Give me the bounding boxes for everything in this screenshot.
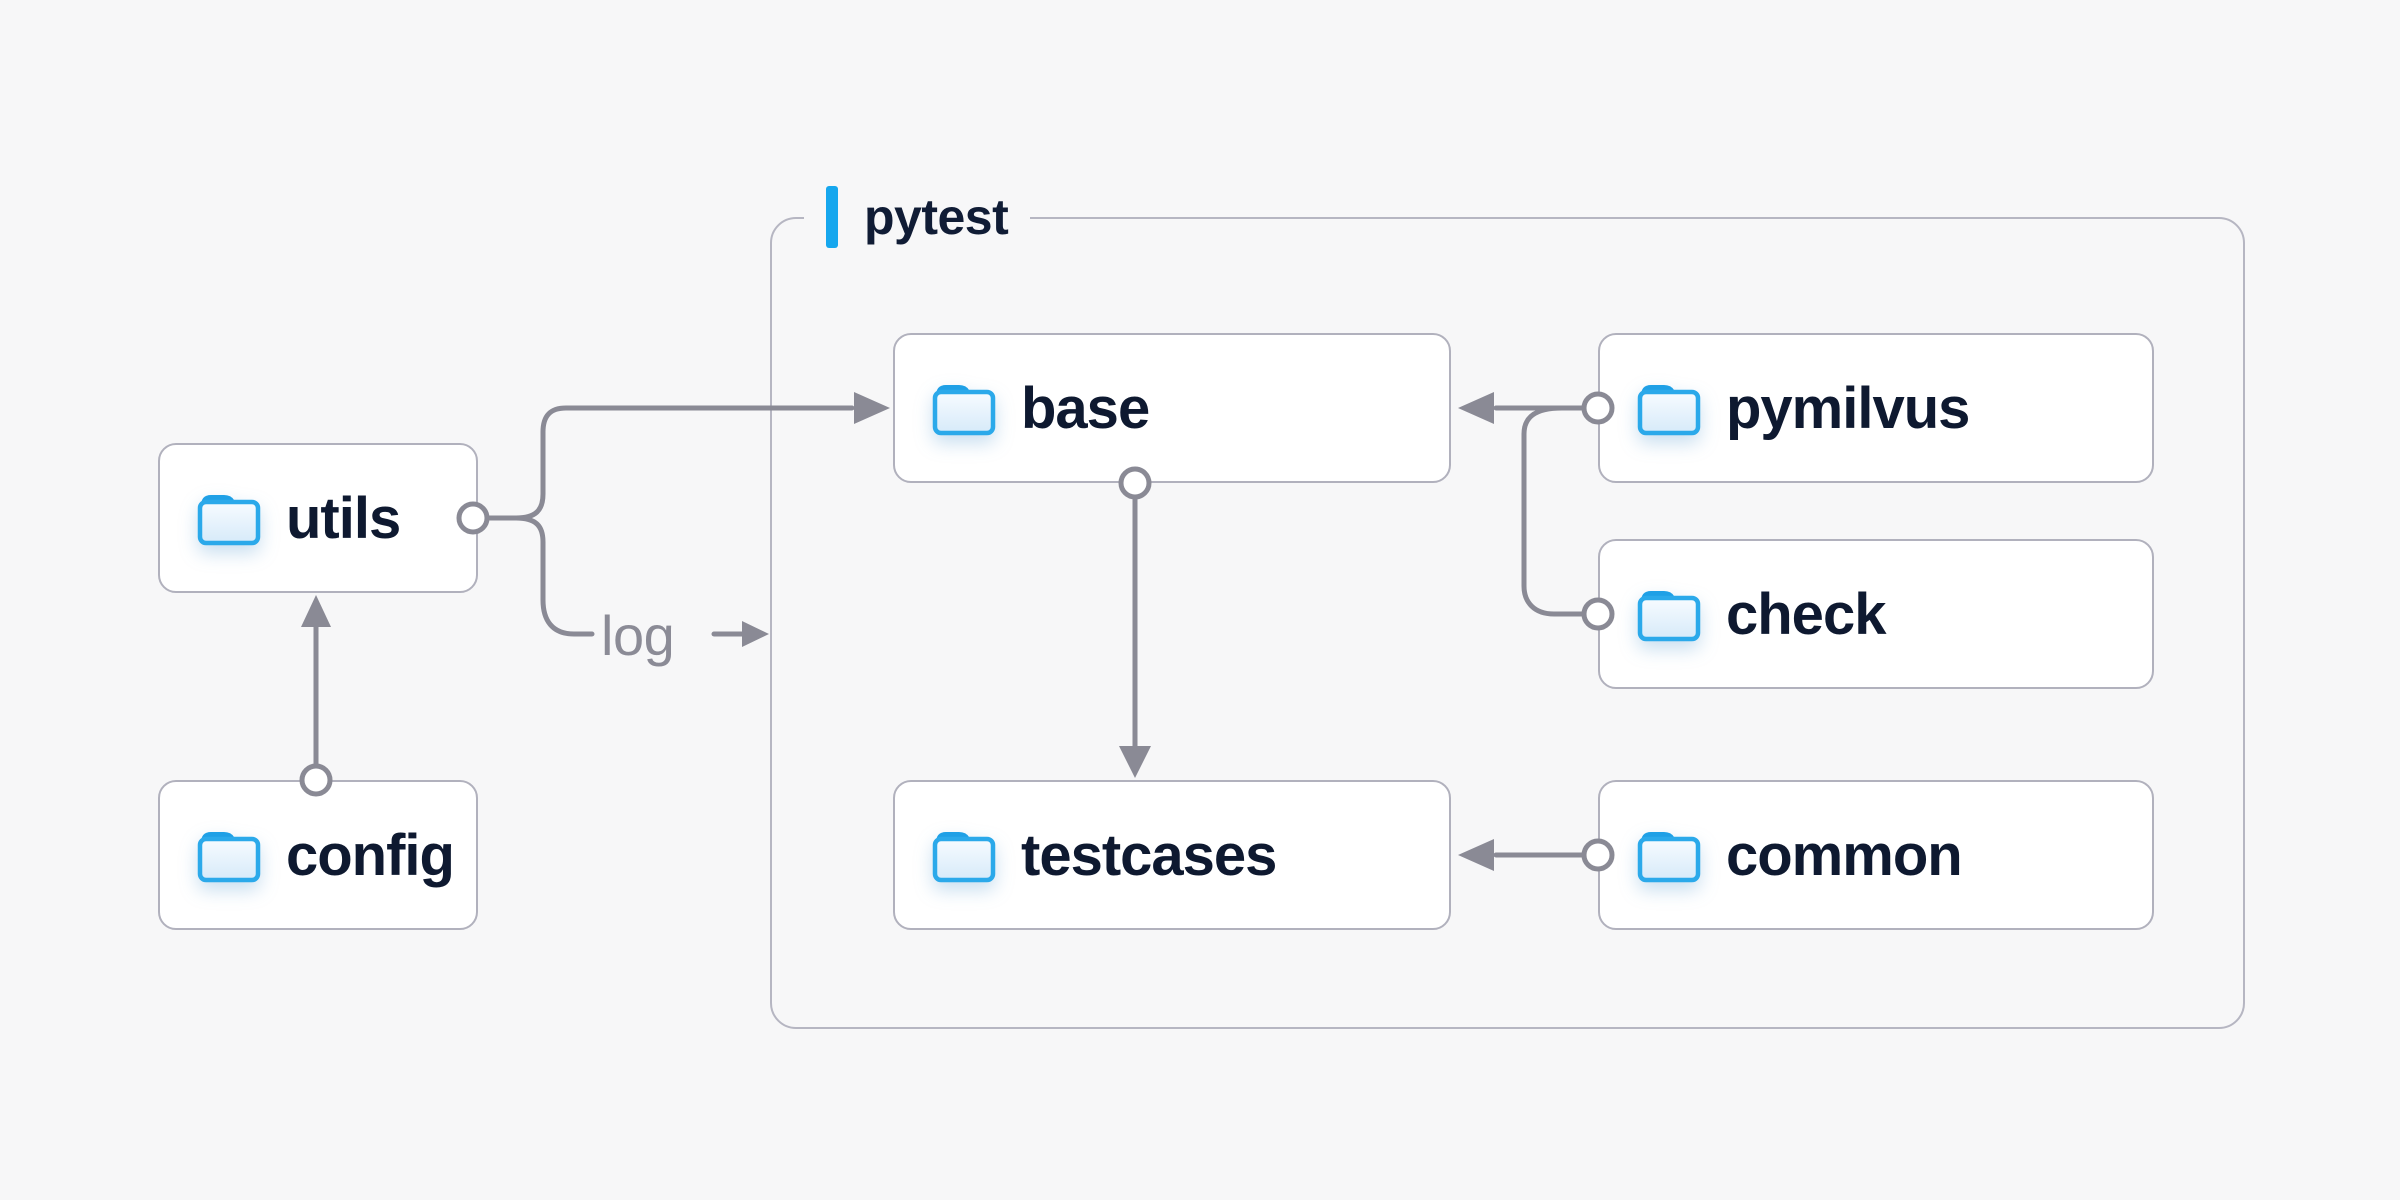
node-check: check [1598,539,2154,689]
node-pymilvus: pymilvus [1598,333,2154,483]
log-edge-label: log [601,604,675,667]
node-label: check [1726,581,1886,647]
node-label: config [286,822,455,888]
folder-icon [196,490,262,546]
pytest-group-legend: pytest [804,186,1031,248]
folder-icon [931,380,997,436]
node-base: base [893,333,1451,483]
node-label: base [1021,375,1150,441]
node-label: common [1726,822,1963,888]
node-label: utils [286,485,401,551]
node-testcases: testcases [893,780,1451,930]
accent-bar-icon [826,186,838,248]
pytest-group-container [770,217,2245,1029]
folder-icon [931,827,997,883]
group-title: pytest [864,189,1009,245]
node-utils: utils [158,443,478,593]
folder-icon [1636,827,1702,883]
folder-icon [1636,586,1702,642]
node-label: testcases [1021,822,1277,888]
folder-icon [1636,380,1702,436]
node-label: pymilvus [1726,375,1970,441]
edge-config-to-utils [299,595,333,797]
node-common: common [1598,780,2154,930]
node-config: config [158,780,478,930]
folder-icon [196,827,262,883]
